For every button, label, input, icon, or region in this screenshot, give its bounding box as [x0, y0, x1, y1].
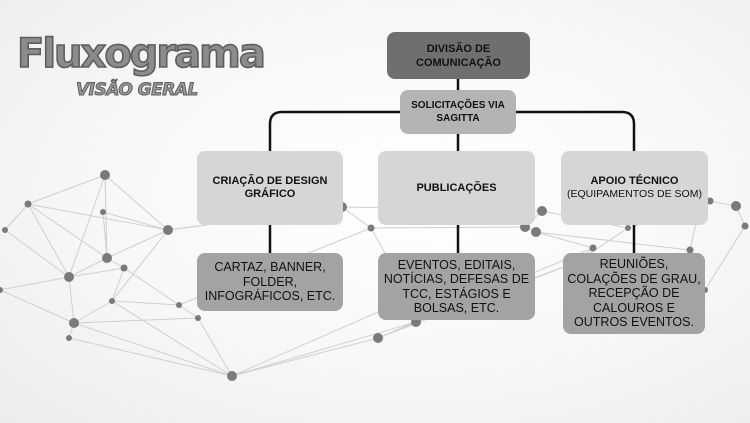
network-edge	[0, 276, 70, 291]
network-edge	[73, 322, 233, 377]
network-node	[195, 315, 201, 321]
network-node	[109, 298, 115, 304]
network-node	[100, 170, 110, 180]
network-node	[531, 227, 541, 237]
network-edge	[231, 321, 417, 377]
network-edge	[4, 229, 70, 278]
network-edge	[111, 300, 180, 306]
network-edge	[341, 206, 372, 229]
details-support-text: REUNIÕES, COLAÇÕES DE GRAU, RECEPÇÃO DE …	[567, 257, 701, 330]
network-node	[537, 206, 547, 216]
network-edge	[178, 304, 199, 319]
network-node	[69, 318, 79, 328]
network-node	[625, 225, 631, 231]
category-publications-box: PUBLICAÇÕES	[378, 151, 535, 225]
category-support-title: APOIO TÉCNICO	[590, 175, 679, 187]
network-edge	[231, 337, 379, 377]
network-node	[2, 227, 8, 233]
network-edge	[111, 267, 125, 302]
connector-request-to-left	[268, 110, 400, 151]
network-node	[741, 222, 749, 230]
network-edge	[0, 289, 75, 324]
network-node	[64, 272, 74, 282]
network-edge	[27, 174, 106, 205]
request-node-box: SOLICITAÇÕES VIA SAGITTA	[400, 90, 516, 134]
network-edge	[27, 203, 70, 278]
page-title: Fluxograma	[16, 31, 266, 77]
network-node	[373, 333, 383, 343]
network-node	[367, 224, 375, 232]
network-node	[706, 197, 714, 205]
network-edge	[102, 211, 169, 231]
network-edge	[704, 225, 746, 291]
details-publications-text: EVENTOS, EDITAIS, NOTÍCIAS, DEFESAS DE T…	[383, 257, 530, 316]
network-edge	[68, 267, 125, 278]
network-node	[686, 246, 694, 254]
network-edge	[27, 203, 169, 231]
network-edge	[106, 229, 169, 259]
network-node	[0, 287, 3, 293]
root-node-label: DIVISÃO DE COMUNICAÇÃO	[416, 42, 501, 69]
network-edge	[102, 211, 108, 259]
network-node	[24, 200, 32, 208]
network-node	[102, 253, 112, 263]
network-node	[66, 335, 72, 341]
category-design-box: CRIAÇÃO DE DESIGN GRÁFICO	[197, 151, 343, 225]
network-edge	[535, 231, 691, 251]
network-node	[163, 225, 173, 235]
network-edge	[68, 276, 75, 324]
network-edge	[111, 300, 233, 377]
category-publications-title: PUBLICAÇÕES	[416, 181, 497, 194]
network-node	[176, 302, 182, 308]
network-edge	[370, 226, 526, 229]
network-edge	[197, 317, 233, 377]
network-edge	[68, 257, 108, 278]
network-node	[120, 264, 128, 272]
network-edge	[535, 231, 594, 249]
request-node-label: SOLICITAÇÕES VIA SAGITTA	[411, 100, 505, 124]
network-edge	[73, 300, 113, 324]
network-edge	[68, 337, 233, 377]
details-design-box: CARTAZ, BANNER, FOLDER, INFOGRÁFICOS, ET…	[197, 253, 343, 311]
network-edge	[73, 317, 199, 324]
network-node	[100, 209, 106, 215]
category-design-title: CRIAÇÃO DE DESIGN GRÁFICO	[212, 175, 328, 200]
details-design-text: CARTAZ, BANNER, FOLDER, INFOGRÁFICOS, ET…	[204, 260, 336, 304]
network-edge	[4, 203, 29, 231]
connector-request-to-right	[516, 110, 636, 151]
root-node-box: DIVISÃO DE COMUNICAÇÃO	[387, 32, 530, 79]
network-edge	[111, 229, 169, 302]
network-edge	[104, 174, 169, 231]
network-edge	[27, 203, 108, 259]
category-support-subtitle: (EQUIPAMENTOS DE SOM)	[567, 188, 702, 200]
details-support-box: REUNIÕES, COLAÇÕES DE GRAU, RECEPÇÃO DE …	[563, 253, 705, 334]
network-node	[589, 244, 597, 252]
network-edge	[104, 174, 108, 259]
network-node	[731, 201, 741, 211]
network-edge	[68, 174, 106, 278]
page-subtitle: VISÃO GERAL	[76, 80, 199, 100]
category-support-box: APOIO TÉCNICO (EQUIPAMENTOS DE SOM)	[561, 151, 708, 225]
network-node	[227, 371, 237, 381]
details-publications-box: EVENTOS, EDITAIS, NOTÍCIAS, DEFESAS DE T…	[378, 253, 535, 320]
